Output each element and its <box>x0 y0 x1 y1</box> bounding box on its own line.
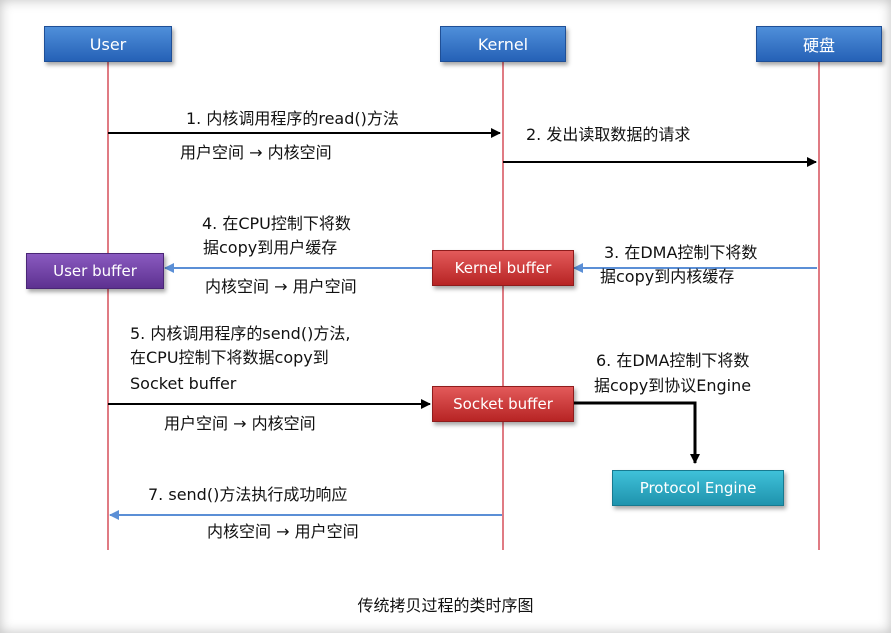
step5-direction: 用户空间 → 内核空间 <box>164 414 316 433</box>
lifeline-user <box>107 60 109 550</box>
step3-label-line2: 据copy到内核缓存 <box>600 267 735 286</box>
step5-label-line1: 5. 内核调用程序的send()方法, <box>130 324 351 343</box>
header-disk: 硬盘 <box>756 26 882 62</box>
step1-direction: 用户空间 → 内核空间 <box>180 143 332 162</box>
lifeline-kernel <box>502 60 504 550</box>
step7-direction: 内核空间 → 用户空间 <box>207 522 359 541</box>
header-kernel: Kernel <box>440 26 566 62</box>
step6-label-line1: 6. 在DMA控制下将数 <box>596 351 750 370</box>
step4-label-line1: 4. 在CPU控制下将数 <box>202 214 351 233</box>
step5-label-line2: 在CPU控制下将数据copy到 <box>130 348 329 367</box>
kernel-buffer: Kernel buffer <box>432 250 574 286</box>
step6-label-line2: 据copy到协议Engine <box>594 376 752 395</box>
step2-label: 2. 发出读取数据的请求 <box>526 125 691 144</box>
lifeline-disk <box>818 60 820 550</box>
protocol-engine: Protocol Engine <box>612 470 784 506</box>
step5-label-line3: Socket buffer <box>130 374 237 393</box>
diagram-caption: 传统拷贝过程的类时序图 <box>357 596 534 615</box>
header-user: User <box>44 26 172 62</box>
step4-label-line2: 据copy到用户缓存 <box>203 238 338 257</box>
step1-label: 1. 内核调用程序的read()方法 <box>186 109 399 128</box>
user-buffer: User buffer <box>26 253 164 289</box>
arrow-step6 <box>572 401 700 464</box>
socket-buffer: Socket buffer <box>432 386 574 422</box>
step7-label: 7. send()方法执行成功响应 <box>148 485 348 504</box>
step3-label-line1: 3. 在DMA控制下将数 <box>604 243 758 262</box>
step4-direction: 内核空间 → 用户空间 <box>205 277 357 296</box>
